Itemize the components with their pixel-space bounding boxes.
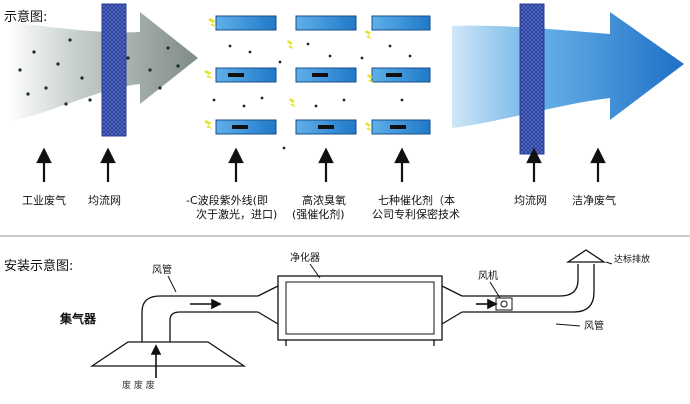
flow-mesh-right <box>519 3 545 155</box>
label-ozone-line1: 高浓臭氧 <box>302 194 346 207</box>
process-illustration <box>0 3 690 237</box>
right-duct-upper <box>462 264 579 297</box>
label-discharge: 达标排放 <box>614 255 651 265</box>
label-catalyst-line2: 公司专利保密技术 <box>372 208 460 221</box>
pointer-arrows <box>36 147 606 182</box>
label-flow-mesh-right: 均流网 <box>514 194 547 207</box>
collector-hood <box>89 341 247 367</box>
pollutant-particles <box>18 38 180 106</box>
uv-lamps <box>215 15 277 135</box>
label-uv-band-line2: 次于激光，进口) <box>196 208 278 221</box>
label-fan: 风机 <box>478 271 498 282</box>
clean-gas-flow <box>452 12 684 128</box>
install-diagram-title: 安装示意图: <box>4 259 74 274</box>
flow-mesh-left <box>101 3 127 137</box>
label-purifier: 净化器 <box>290 253 320 264</box>
label-source: 废 废 废 <box>122 381 155 391</box>
label-collector: 集气器 <box>60 312 97 326</box>
flow-arrows <box>150 298 498 378</box>
left-duct-outer <box>141 295 258 342</box>
label-industrial-exhaust: 工业废气 <box>22 194 66 207</box>
installation-schematic <box>89 249 613 378</box>
label-catalyst-line1: 七种催化剂（本 <box>378 194 455 207</box>
ozone-lamps <box>295 15 357 135</box>
purifier-inner <box>285 281 435 335</box>
right-duct-lower <box>462 264 595 313</box>
fan-body <box>495 297 513 311</box>
rain-cap <box>565 249 607 263</box>
diagram-title: 示意图: <box>4 10 48 25</box>
label-clean-exhaust: 洁净废气 <box>572 194 616 207</box>
label-ozone-line2: (强催化剂) <box>292 208 345 221</box>
label-duct-left: 风管 <box>152 265 172 276</box>
label-uv-band-line1: -C波段紫外线(即 <box>186 194 268 207</box>
zone-particles <box>212 42 412 150</box>
label-duct-right: 风管 <box>584 321 604 332</box>
uv-sparks <box>204 18 374 131</box>
left-duct-inner <box>169 311 258 342</box>
catalyst-panels <box>371 15 431 135</box>
purifier-box <box>277 275 443 341</box>
inlet-reducer <box>257 285 279 325</box>
label-flow-mesh-left: 均流网 <box>88 194 121 207</box>
outlet-reducer <box>441 285 463 325</box>
